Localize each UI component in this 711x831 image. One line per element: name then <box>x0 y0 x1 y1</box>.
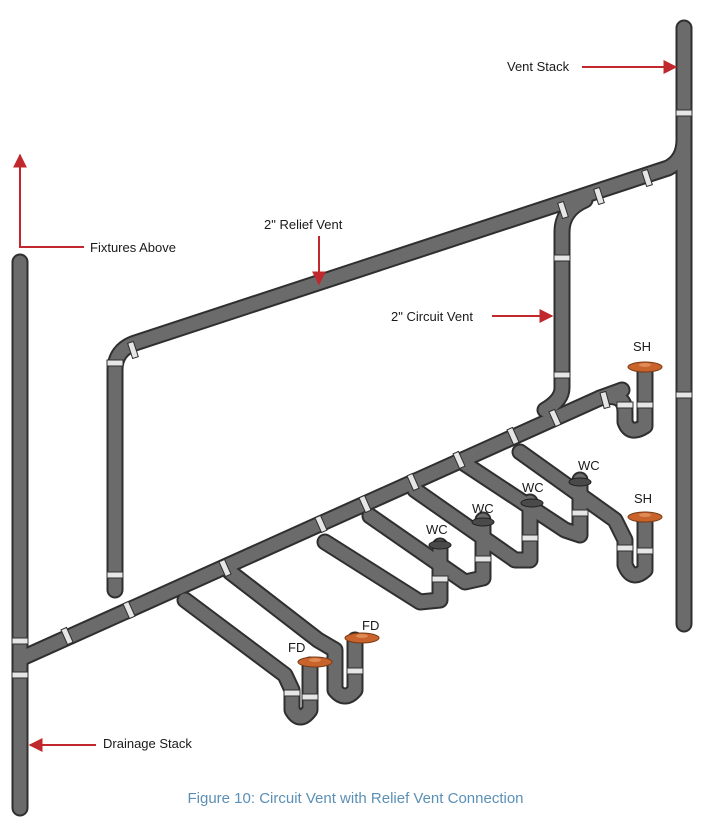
coupling <box>452 450 466 470</box>
coupling <box>641 168 653 188</box>
coupling <box>557 200 569 220</box>
floor-drain-2 <box>344 632 380 644</box>
coupling <box>122 600 136 620</box>
coupling <box>218 558 232 578</box>
coupling <box>616 401 634 409</box>
coupling <box>636 401 654 409</box>
water-closet-flange-4 <box>568 477 592 487</box>
water-closet-flange-2 <box>471 517 495 527</box>
coupling <box>593 186 605 206</box>
coupling <box>675 109 693 117</box>
coupling <box>283 689 301 697</box>
coupling <box>106 359 124 367</box>
fixture-label-fd-1: FD <box>288 640 305 655</box>
coupling <box>474 555 492 563</box>
coupling <box>599 390 611 410</box>
coupling <box>553 371 571 379</box>
coupling <box>314 514 328 534</box>
shower-drain-1 <box>627 361 663 373</box>
fixture-label-wc-2: WC <box>472 501 494 516</box>
coupling <box>11 637 29 645</box>
fixtures-above-arrow <box>13 153 84 248</box>
fixture-label-sh-2: SH <box>634 491 652 506</box>
coupling <box>11 671 29 679</box>
coupling <box>553 254 571 262</box>
water-closet-flange-3 <box>520 498 544 508</box>
relief-vent-label: 2" Relief Vent <box>264 217 343 232</box>
fixture-label-sh-1: SH <box>633 339 651 354</box>
coupling <box>431 575 449 583</box>
coupling <box>636 547 654 555</box>
coupling <box>616 544 634 552</box>
shower-drain-2 <box>627 511 663 523</box>
coupling <box>406 472 420 492</box>
coupling <box>106 571 124 579</box>
coupling <box>506 426 520 446</box>
coupling <box>301 693 319 701</box>
fixture-label-wc-4: WC <box>578 458 600 473</box>
vent-stack-label: Vent Stack <box>507 59 570 74</box>
fixture-label-wc-1: WC <box>426 522 448 537</box>
coupling <box>571 509 589 517</box>
coupling <box>548 408 562 428</box>
fixtures-above-label: Fixtures Above <box>90 240 176 255</box>
water-closet-flange-1 <box>428 540 452 550</box>
coupling <box>521 534 539 542</box>
coupling <box>346 667 364 675</box>
coupling <box>127 340 139 360</box>
circuit-vent-label: 2" Circuit Vent <box>391 309 473 324</box>
fixture-label-fd-2: FD <box>362 618 379 633</box>
drainage-stack-label: Drainage Stack <box>103 736 192 751</box>
coupling <box>358 494 372 514</box>
fixture-label-wc-3: WC <box>522 480 544 495</box>
coupling <box>675 391 693 399</box>
coupling <box>60 626 74 646</box>
relief-vent-pipe <box>106 131 693 599</box>
figure-caption: Figure 10: Circuit Vent with Relief Vent… <box>187 790 524 807</box>
floor-drain-1 <box>297 656 333 668</box>
